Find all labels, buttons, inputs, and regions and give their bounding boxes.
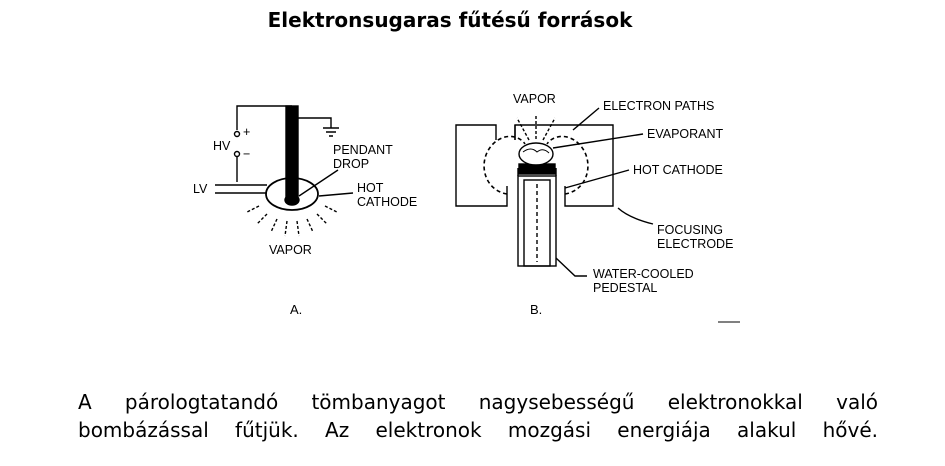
rod (285, 105, 299, 203)
vapor-label-a: VAPOR (269, 243, 312, 257)
focusing-electrode-left (455, 124, 508, 207)
focusing-label-line2: ELECTRODE (657, 237, 733, 251)
vapor-rays-b (516, 116, 556, 141)
evaporant (518, 142, 554, 166)
focusing-label-line1: FOCUSING (657, 223, 723, 237)
hv-top-wire (236, 105, 292, 130)
electron-paths-label: ELECTRON PATHS (603, 99, 714, 113)
diagram-svg: HV + − LV PENDANT DROP HOT CATHODE VAPOR… (193, 92, 740, 323)
hot-cathode-ring (265, 177, 319, 211)
hv-terminal-minus (233, 150, 241, 158)
hv-label: HV (213, 139, 231, 153)
panel-b-labels: VAPOR ELECTRON PATHS EVAPORANT HOT CATHO… (513, 92, 733, 317)
panel-a-drawing (215, 105, 354, 237)
pedestal-label-line2: PEDESTAL (593, 281, 657, 295)
hot-cathode-a-line2: CATHODE (357, 195, 417, 209)
panel-b-label: B. (530, 302, 542, 317)
evaporant-label: EVAPORANT (647, 127, 724, 141)
caption-line-1: A párologtatandó tömbanyagot nagysebessé… (78, 390, 878, 414)
caption-line-2: bombázással fűtjük. Az elektronok mozgás… (78, 418, 878, 442)
leader-pendant-drop (298, 169, 339, 197)
plus-sign: + (243, 125, 250, 139)
panel-a-label: A. (290, 302, 302, 317)
vapor-label-b: VAPOR (513, 92, 556, 106)
leader-hot-cathode-b (564, 169, 630, 189)
panel-a-labels: HV + − LV PENDANT DROP HOT CATHODE VAPOR… (193, 125, 417, 317)
leader-focusing-electrode (617, 207, 654, 225)
hv-terminal-plus (233, 130, 241, 138)
pedestal-label-line1: WATER-COOLED (593, 267, 694, 281)
leader-hot-cathode-a (318, 192, 354, 197)
lv-label: LV (193, 182, 208, 196)
caption: A párologtatandó tömbanyagot nagysebessé… (78, 388, 878, 444)
evaporation-source-diagram: HV + − LV PENDANT DROP HOT CATHODE VAPOR… (175, 82, 755, 332)
hot-cathode-b-label: HOT CATHODE (633, 163, 723, 177)
ground-wire (298, 117, 332, 128)
pendant-label-line2: DROP (333, 157, 369, 171)
leader-evaporant (552, 133, 644, 149)
lv-leads (215, 184, 267, 194)
pendant-label-line1: PENDANT (333, 143, 393, 157)
panel-b-drawing (455, 107, 654, 277)
hot-cathode-a-line1: HOT (357, 181, 384, 195)
pendant-drop (284, 194, 300, 206)
page-title: Elektronsugaras fűtésű források (267, 8, 633, 32)
leader-pedestal (555, 257, 587, 277)
ground-icon (323, 127, 339, 137)
leader-electron-paths (572, 107, 600, 131)
minus-sign: − (243, 147, 250, 161)
vapor-rays (246, 205, 338, 237)
